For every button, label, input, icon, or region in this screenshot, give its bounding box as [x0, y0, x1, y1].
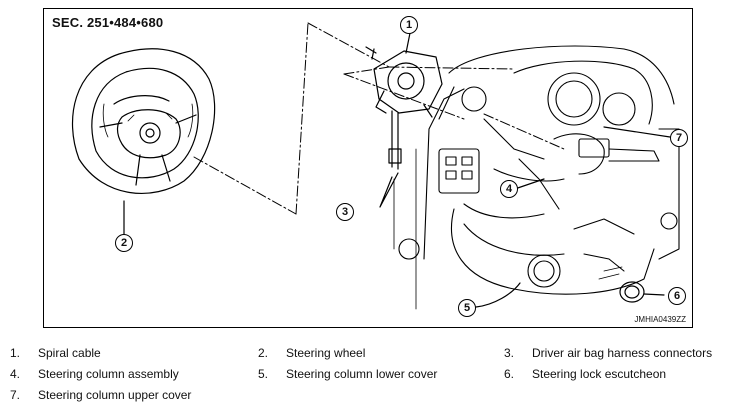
exploded-axis-lines: [193, 22, 565, 215]
exploded-view-drawing: [71, 22, 680, 310]
callout-1: 1: [400, 16, 418, 34]
callout-4: 4: [500, 180, 518, 198]
legend-number: 1.: [10, 346, 21, 360]
legend-text: Spiral cable: [38, 346, 101, 360]
legend-text: Steering column lower cover: [286, 367, 438, 381]
steering-wheel-drawing: [71, 48, 216, 194]
callout-2: 2: [115, 234, 133, 252]
legend-number: 3.: [504, 346, 515, 360]
legend-text: Steering column upper cover: [38, 388, 192, 402]
diagram-figure: SEC. 251•484•680 1 2 3 4 5 6 7 JMHIA0439…: [43, 8, 693, 328]
figure-code: JMHIA0439ZZ: [634, 315, 686, 324]
callout-6: 6: [668, 287, 686, 305]
legend-text: Driver air bag harness connectors: [532, 346, 713, 360]
legend-number: 6.: [504, 367, 515, 381]
parts-legend: 1. Spiral cable 2. Steering wheel 3. Dri…: [0, 343, 735, 411]
callout-5: 5: [458, 299, 476, 317]
spiral-cable-drawing: [365, 46, 443, 170]
legend-number: 5.: [258, 367, 269, 381]
instrument-panel-drawing: [393, 45, 680, 310]
legend-text: Steering lock escutcheon: [532, 367, 667, 381]
section-label: SEC. 251•484•680: [52, 15, 164, 30]
callout-7: 7: [670, 129, 688, 147]
steering-lock-escutcheon-drawing: [619, 281, 645, 303]
legend-text: Steering column assembly: [38, 367, 179, 381]
callout-3: 3: [336, 203, 354, 221]
legend-number: 2.: [258, 346, 269, 360]
legend-number: 4.: [10, 367, 21, 381]
legend-text: Steering wheel: [286, 346, 366, 360]
legend-number: 7.: [10, 388, 21, 402]
